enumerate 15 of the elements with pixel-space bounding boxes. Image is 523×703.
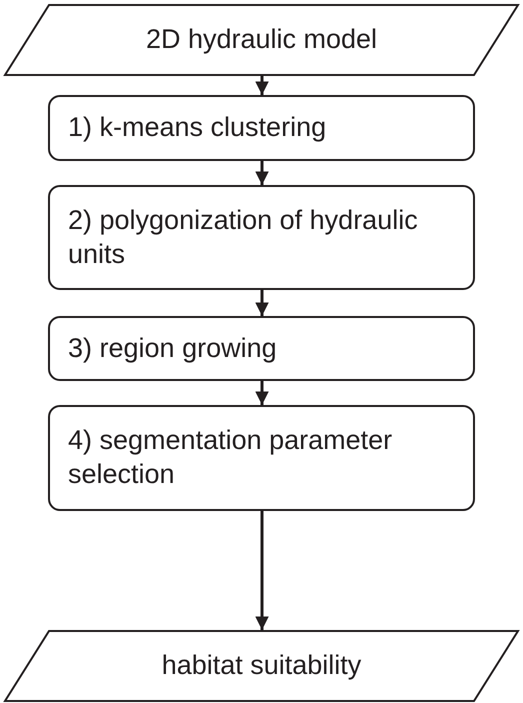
node-label: habitat suitability — [162, 649, 362, 682]
process-box — [48, 95, 475, 161]
node-label: 3) region growing — [68, 332, 277, 365]
process-box — [48, 405, 475, 511]
arrow — [255, 76, 269, 95]
arrow — [255, 290, 269, 316]
node-label: 1) k-means clustering — [68, 111, 326, 144]
node-label: 2) polygonization of hydraulic units — [68, 204, 419, 270]
node-label: 2D hydraulic model — [146, 23, 378, 56]
arrow — [255, 161, 269, 185]
arrow — [255, 511, 269, 630]
node-label: 4) segmentation parameter selection — [68, 424, 394, 491]
arrow — [255, 381, 269, 405]
process-box — [48, 316, 475, 381]
process-box — [48, 185, 475, 290]
